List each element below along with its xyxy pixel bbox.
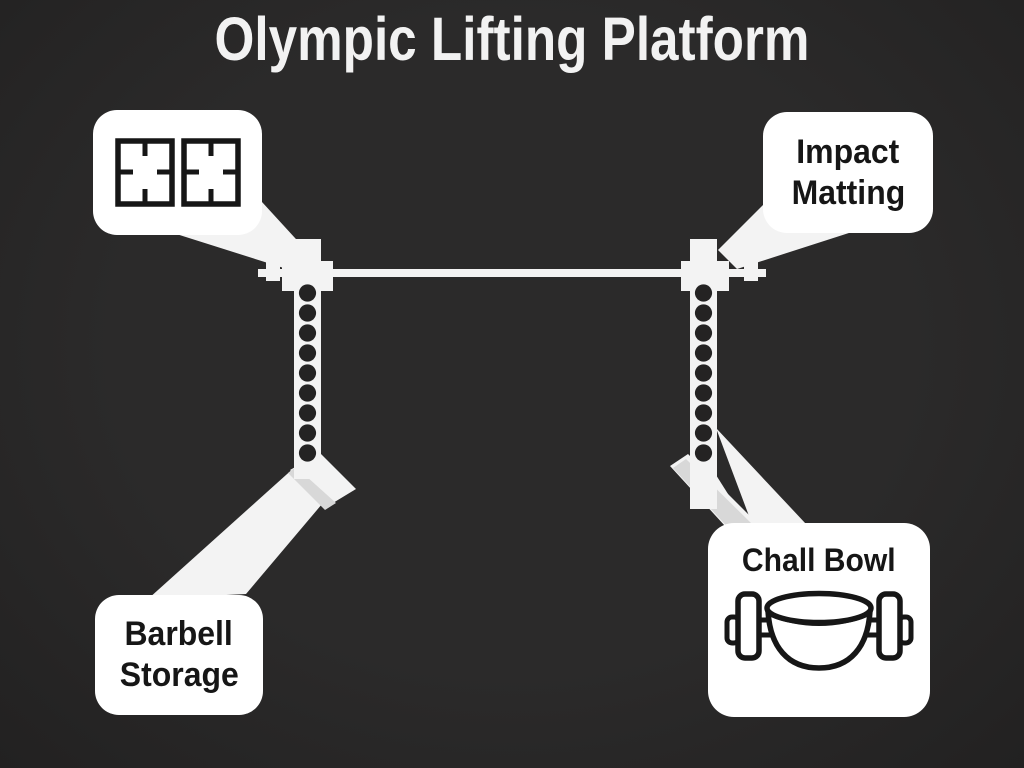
upright-hole [694,384,713,402]
upright-hole [298,284,317,302]
upright-hole [694,424,713,442]
barbell [258,262,766,281]
barbell-collars [282,261,729,291]
tile-right [180,138,241,207]
left-inner-collar [321,261,333,291]
impact-matting-label-line1: Impact [796,132,900,171]
tail-top-left [170,202,306,269]
platform-tiles-icon [114,138,241,207]
upright-hole [298,384,317,402]
upright-hole [298,324,317,342]
upright-hole [298,404,317,422]
callout-impact-matting: Impact Matting [763,112,933,233]
barbell-storage-label-line1: Barbell [124,615,234,654]
impact-matting-label-line2: Matting [791,173,905,212]
bowl-rim [764,591,874,626]
upright-hole [694,324,713,342]
dumbbell-plate-left [735,591,762,662]
right-inner-collar [681,261,693,291]
tile-left [114,138,175,207]
right-upright-holes [694,284,713,462]
tail-bottom-right [716,428,806,524]
upright-bases [288,453,758,538]
upright-hole [694,284,713,302]
tail-top-right [718,204,852,269]
upright-hole [298,344,317,362]
upright-hole [694,364,713,382]
upright-hole [298,424,317,442]
callout-chalk-bowl: Chall Bowl [708,523,930,717]
barbell-right-end-cap [744,262,758,281]
upright-hole [298,444,317,462]
callout-tails [148,202,852,599]
barbell-left-end-cap [266,262,280,281]
upright-hole [694,404,713,422]
tail-bottom-left [148,457,344,599]
barbell-storage-label-line2: Storage [119,656,239,694]
left-upright-holes [298,284,317,462]
chalk-bowl-dumbbell-icon [724,591,914,672]
upright-hole [694,344,713,362]
upright-hole [694,444,713,462]
left-outer-collar [282,261,294,291]
page-title: Olympic Lifting Platform [214,5,810,73]
dumbbell-through-bowl [724,591,914,672]
upright-hole [694,304,713,322]
callout-barbell-storage: Barbell Storage [95,595,263,715]
chalk-bowl-label: Chall Bowl [742,542,896,578]
upright-hole [298,364,317,382]
callout-platform-tiles [93,110,262,235]
bowl-body [765,608,873,672]
dumbbell-plate-right [876,591,903,662]
upright-hole [298,304,317,322]
barbell-bar [258,269,766,277]
right-outer-collar [717,261,729,291]
